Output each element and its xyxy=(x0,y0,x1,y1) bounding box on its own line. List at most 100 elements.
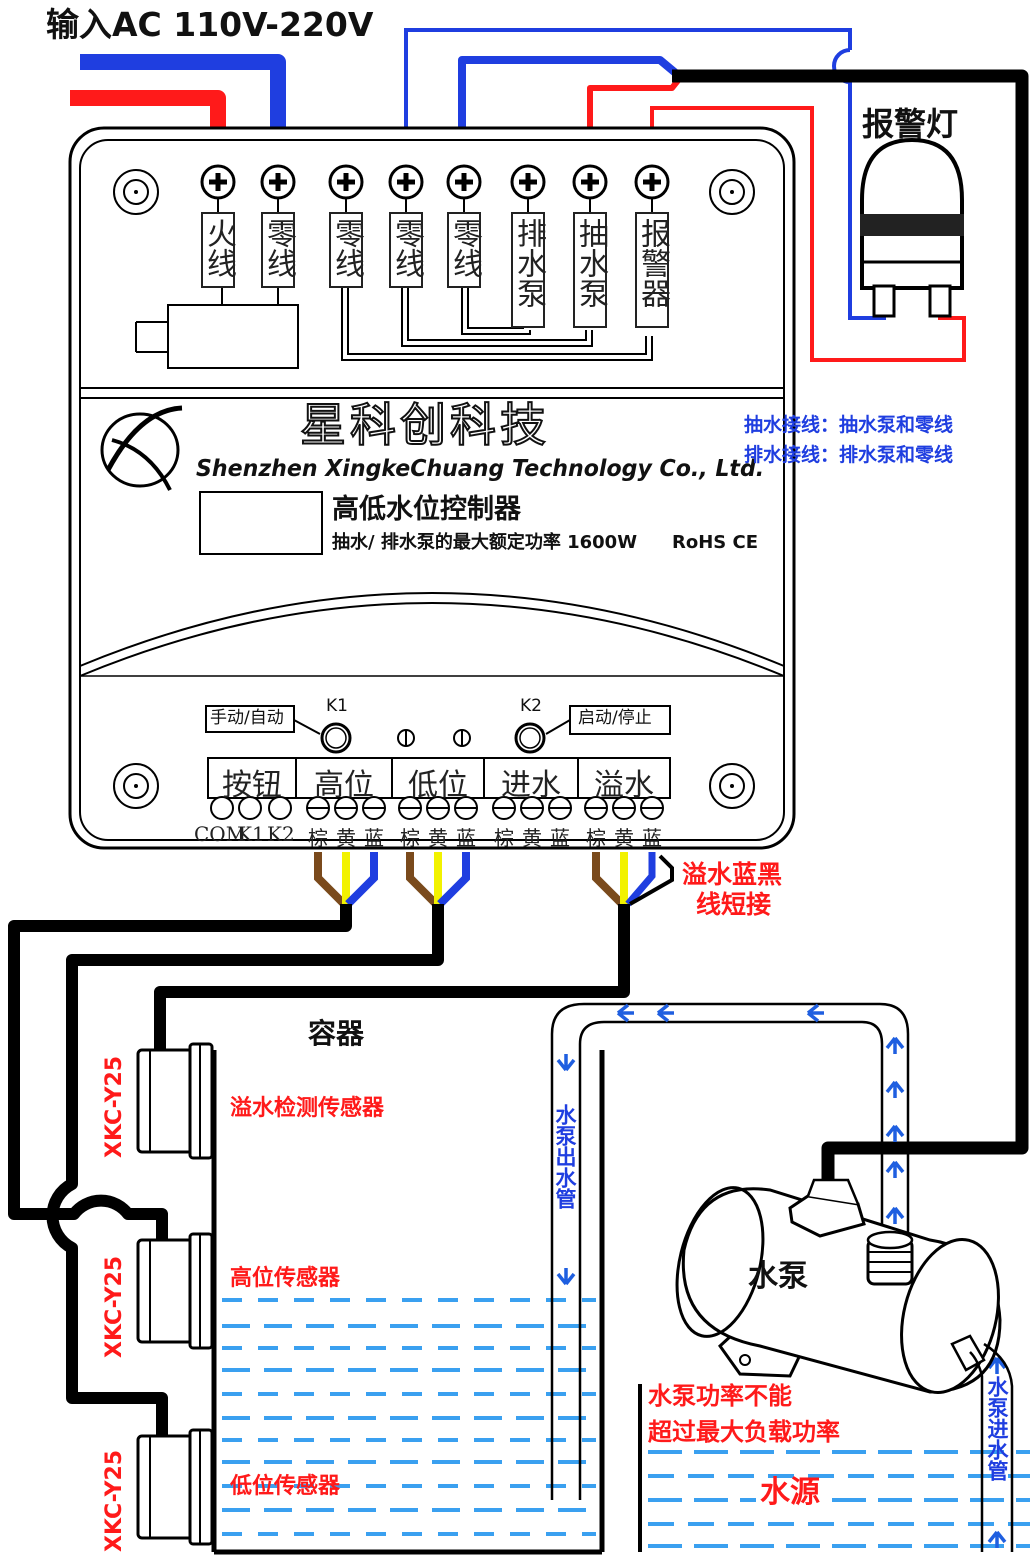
pin-label: 黄 xyxy=(522,826,542,850)
start-stop-label: 启动/停止 xyxy=(578,708,652,728)
controller-body xyxy=(68,126,796,850)
section-label: 按钮 xyxy=(222,768,282,803)
screw-slot xyxy=(397,173,415,191)
terminal-label: 零线 xyxy=(389,212,424,288)
power-note-line1: 水泵功率不能 xyxy=(648,1382,792,1410)
screw-slot xyxy=(337,173,355,191)
pin-socket xyxy=(238,796,262,820)
overflow-sensor-label: 溢水检测传感器 xyxy=(230,1096,385,1121)
flow-arrow-icon xyxy=(885,1160,905,1178)
pin-label: 蓝 xyxy=(364,826,384,850)
flow-arrow-icon xyxy=(987,1530,1007,1548)
terminal-label-text: 零线 xyxy=(329,218,364,278)
terminal-label: 零线 xyxy=(329,212,364,288)
section-label: 溢水 xyxy=(594,768,654,803)
pump-in-note: 抽水接线：抽水泵和零线 xyxy=(744,414,954,436)
screw-slot xyxy=(643,173,661,191)
pump-outlet-label: 水泵出水管 xyxy=(553,1104,577,1209)
pump-live-wire xyxy=(587,76,683,130)
pin-label: 蓝 xyxy=(456,826,476,850)
pin-label: 黄 xyxy=(614,826,634,850)
k1-label: K1 xyxy=(326,696,348,716)
pin-label: 棕 xyxy=(494,826,514,850)
pin-socket xyxy=(210,796,234,820)
brand-logo-icon xyxy=(100,405,183,491)
screw-slot xyxy=(209,173,227,191)
brand-name-en: Shenzhen XingkeChuang Technology Co., Lt… xyxy=(196,456,765,482)
terminal-label: 零线 xyxy=(261,212,296,288)
high-sensor-label: 高位传感器 xyxy=(230,1266,341,1291)
pump-cable xyxy=(672,69,1029,1210)
sensor-model-high: XKC-Y25 xyxy=(102,1255,127,1358)
section-label: 进水 xyxy=(501,768,561,803)
alarm-lamp-icon xyxy=(860,137,964,318)
pin-label: 棕 xyxy=(586,826,606,850)
terminal-label-text: 排水泵 xyxy=(511,218,546,308)
terminal-label: 排水泵 xyxy=(511,212,546,328)
overflow-note-line2: 线短接 xyxy=(696,890,772,919)
flow-arrow-icon xyxy=(616,1003,634,1023)
container-label: 容器 xyxy=(308,1017,365,1050)
screw-slot xyxy=(581,173,599,191)
pin-label: 棕 xyxy=(400,826,420,850)
input-live-wire xyxy=(70,90,226,128)
terminal-label-text: 抽水泵 xyxy=(573,218,608,308)
inlet-pipe xyxy=(969,1342,1014,1552)
sensor-bodies xyxy=(136,1042,214,1546)
terminal-label-text: 零线 xyxy=(447,218,482,278)
container xyxy=(211,1050,605,1555)
pump-icon xyxy=(675,1178,1002,1394)
water-level-lines xyxy=(222,1298,1030,1548)
terminal-label: 火线 xyxy=(201,212,236,288)
brand-name-cn: 星科创科技 xyxy=(299,398,550,452)
terminal-label-text: 零线 xyxy=(389,218,424,278)
sensor-icon xyxy=(136,1238,196,1344)
screw-terminals xyxy=(200,164,670,212)
screw-slot xyxy=(269,173,287,191)
power-note-line2: 超过最大负载功率 xyxy=(648,1418,840,1446)
flow-arrow-icon xyxy=(806,1003,824,1023)
pin-label: 蓝 xyxy=(642,826,662,850)
sensor-cables xyxy=(8,904,630,1446)
screw-slot xyxy=(455,173,473,191)
pin-label: 黄 xyxy=(428,826,448,850)
flow-arrow-icon xyxy=(556,1268,576,1286)
pin-label: 蓝 xyxy=(550,826,570,850)
overflow-note-line1: 溢水蓝黑 xyxy=(682,860,783,889)
alarm-live-wire xyxy=(650,106,966,362)
flow-arrow-icon xyxy=(885,1080,905,1098)
terminal-label: 抽水泵 xyxy=(573,212,608,328)
low-sensor-label: 低位传感器 xyxy=(230,1474,341,1499)
control-buttons xyxy=(205,705,671,799)
pin-socket xyxy=(268,796,292,820)
flow-arrow-icon xyxy=(656,1003,674,1023)
water-source-label: 水源 xyxy=(756,1478,824,1508)
section-label: 高位 xyxy=(314,768,374,803)
product-name: 高低水位控制器 xyxy=(332,494,521,525)
terminal-label-text: 火线 xyxy=(201,218,236,278)
sensor-icon xyxy=(136,1048,196,1154)
sensor-model-low: XKC-Y25 xyxy=(102,1449,127,1552)
pin-label: COM xyxy=(194,822,247,846)
flow-arrow-icon xyxy=(987,1356,1007,1374)
pump-inlet-label: 水泵进水管 xyxy=(985,1376,1009,1481)
terminal-label-text: 零线 xyxy=(261,218,296,278)
k2-label: K2 xyxy=(520,696,542,716)
screw-slot xyxy=(519,173,537,191)
terminal-label-text: 报警器 xyxy=(635,218,670,308)
terminal-label: 报警器 xyxy=(635,212,670,328)
certification-label: RoHS CE xyxy=(672,532,759,553)
pump-neutral-wire xyxy=(458,56,681,130)
pin-label: K1 xyxy=(237,822,265,846)
manual-auto-label: 手动/自动 xyxy=(210,708,284,728)
terminal-label: 零线 xyxy=(447,212,482,288)
flow-arrows xyxy=(556,1003,1007,1548)
input-neutral-wire xyxy=(80,54,286,128)
flow-arrow-icon xyxy=(885,1206,905,1224)
sensor-icon xyxy=(136,1434,196,1540)
pin-label: 棕 xyxy=(308,826,328,850)
sensor-wires xyxy=(314,852,674,907)
alarm-lamp-label: 报警灯 xyxy=(862,105,959,143)
